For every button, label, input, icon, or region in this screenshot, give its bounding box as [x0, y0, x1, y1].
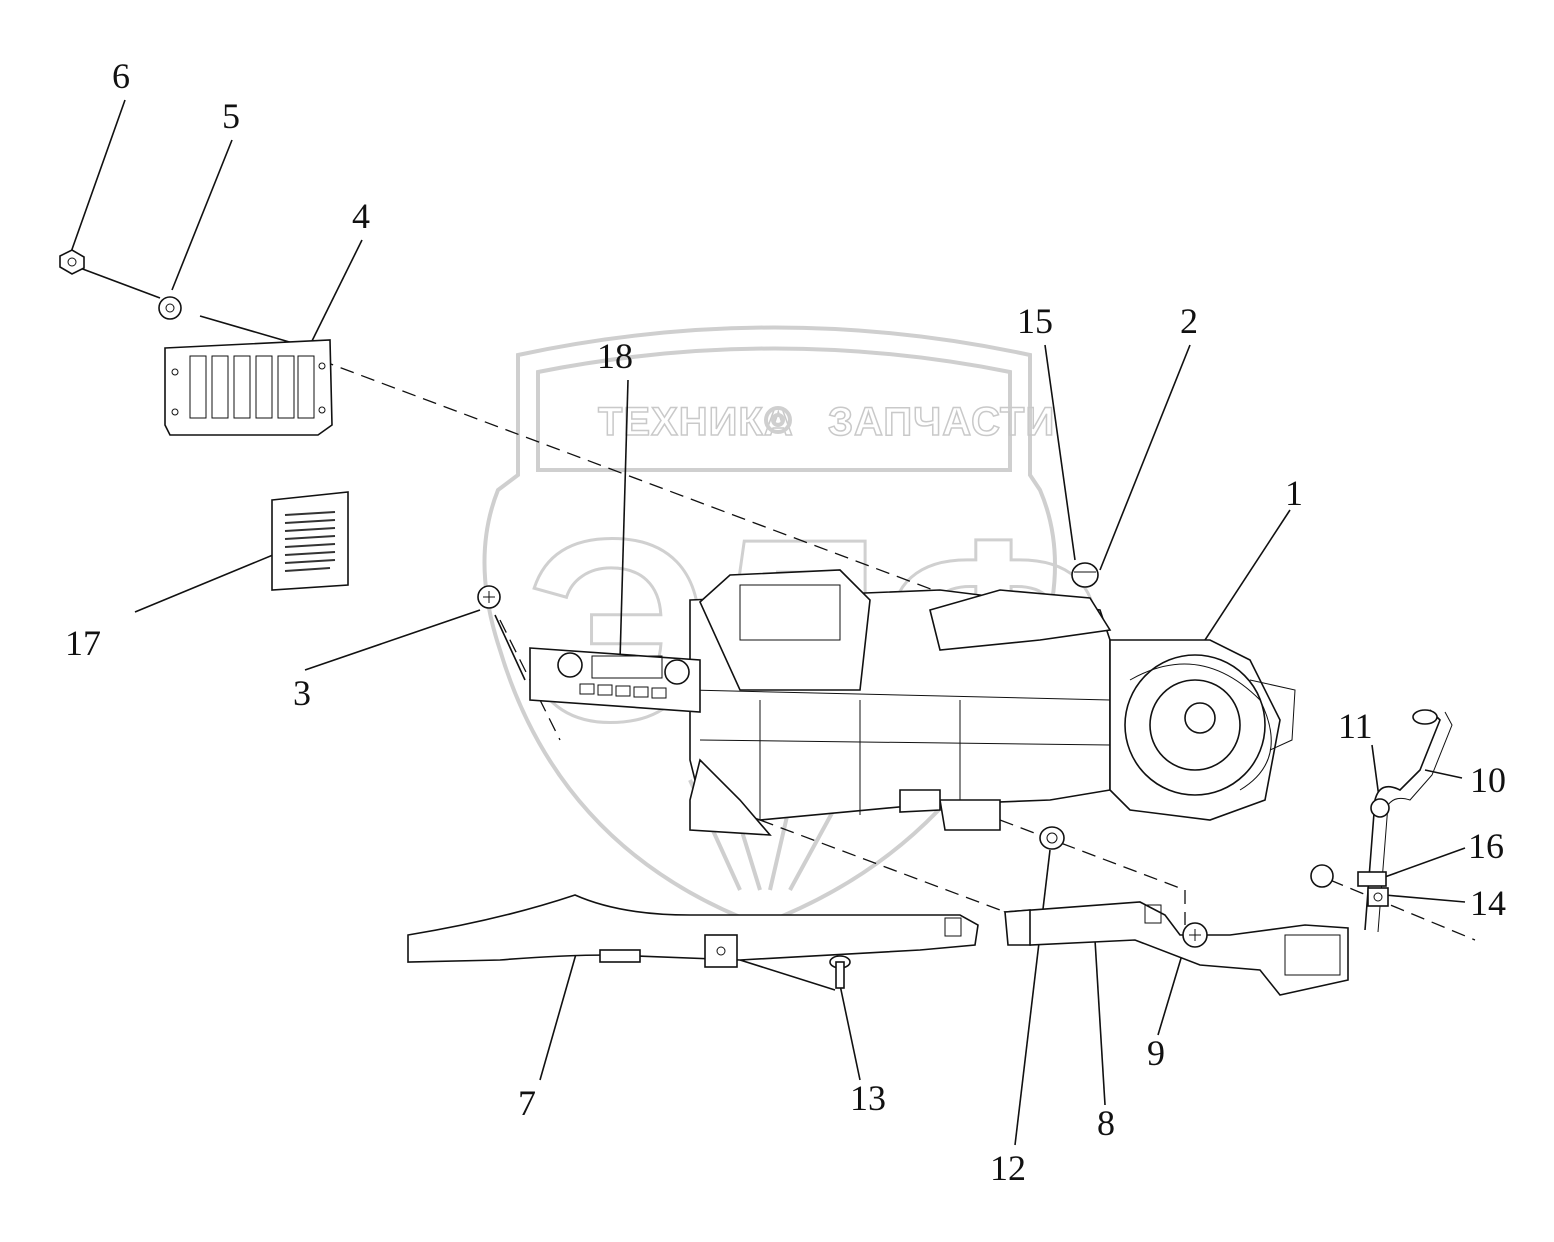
callout-18: 18 — [597, 336, 633, 376]
gear-icon — [764, 406, 792, 434]
callout-6: 6 — [112, 56, 130, 96]
part-6-nut — [59, 249, 85, 275]
part-17-label-plate — [271, 491, 349, 591]
callout-5: 5 — [222, 96, 240, 136]
callout-9: 9 — [1147, 1033, 1165, 1073]
callout-10: 10 — [1470, 760, 1506, 800]
part-15-2-cap — [1071, 562, 1099, 588]
part-5-washer — [158, 296, 182, 320]
part-9-screw — [1182, 922, 1208, 948]
callout-3: 3 — [293, 673, 311, 713]
part-3-screw — [477, 585, 501, 609]
callout-16: 16 — [1468, 826, 1504, 866]
part-16-14-clamp — [1310, 864, 1389, 907]
callout-8: 8 — [1097, 1103, 1115, 1143]
part-1-heater-unit — [529, 569, 1296, 836]
callout-14: 14 — [1470, 883, 1506, 923]
callout-2: 2 — [1180, 301, 1198, 341]
watermark-left-word: ТЕХНИКА — [598, 400, 794, 444]
watermark-shield-inner — [536, 346, 1012, 472]
callout-12: 12 — [990, 1148, 1026, 1188]
callout-7: 7 — [518, 1083, 536, 1123]
callouts: 6 5 4 18 15 2 1 17 3 11 10 16 14 9 7 13 … — [65, 56, 1506, 1188]
callout-17: 17 — [65, 623, 101, 663]
part-7-duct — [407, 894, 979, 968]
part-4-grille — [164, 339, 333, 436]
part-8-duct — [1003, 901, 1349, 996]
part-10-hose — [1364, 709, 1453, 933]
part-13-bolt — [829, 955, 851, 989]
part-12-nut — [1039, 826, 1065, 850]
callout-11: 11 — [1338, 706, 1373, 746]
callout-4: 4 — [352, 196, 370, 236]
callout-13: 13 — [850, 1078, 886, 1118]
leader-lines — [69, 99, 1466, 1146]
part-18-control-panel — [529, 647, 701, 713]
watermark-right-word: ЗАПЧАСТИ — [828, 400, 1055, 444]
callout-15: 15 — [1017, 301, 1053, 341]
callout-1: 1 — [1285, 473, 1303, 513]
